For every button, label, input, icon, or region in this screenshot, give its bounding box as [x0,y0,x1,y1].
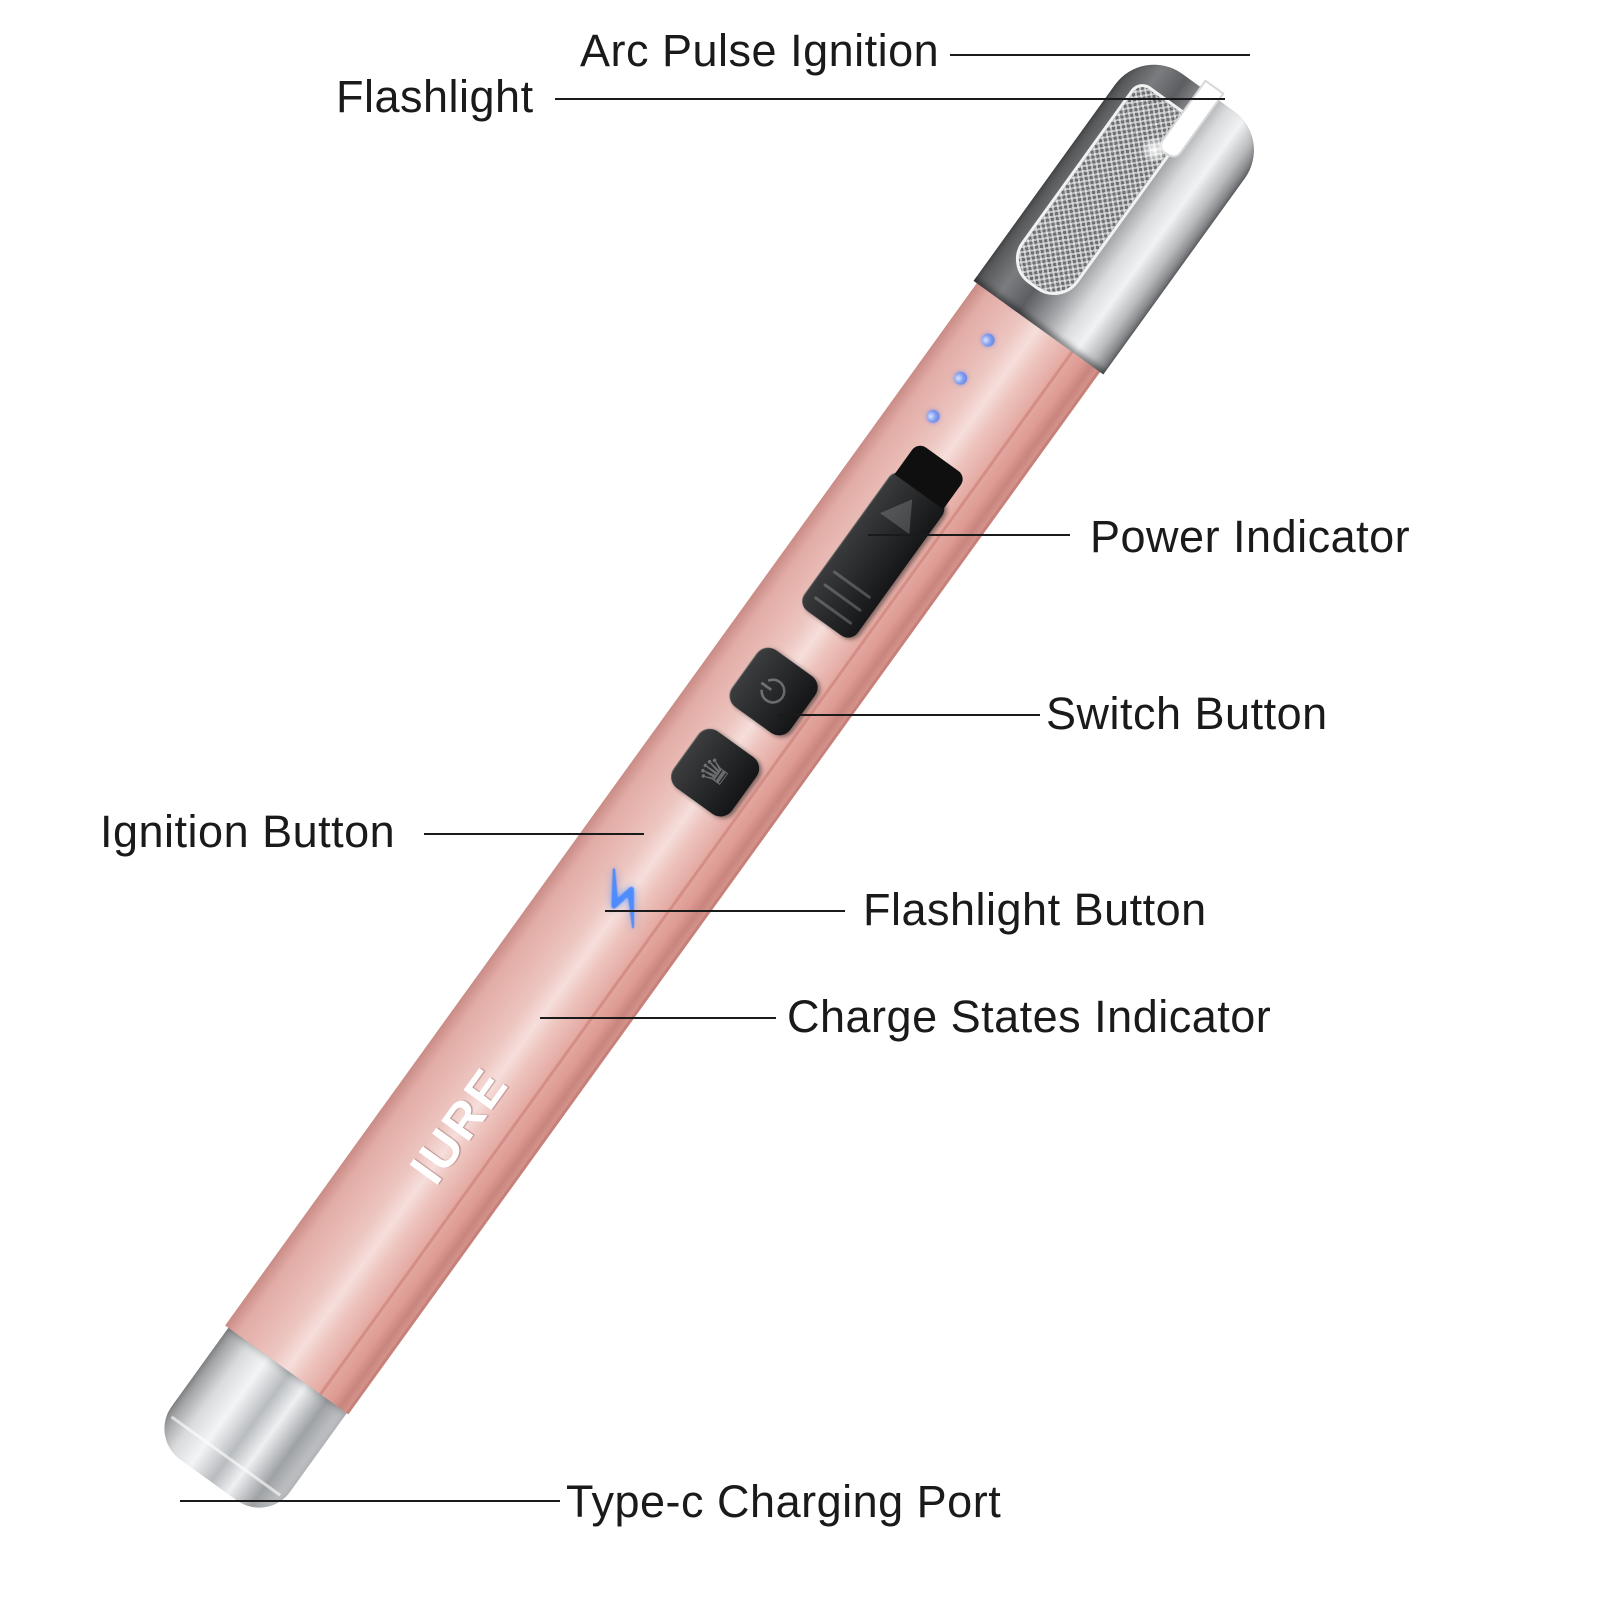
leader-line [868,534,1070,536]
label-flashlight-button: Flashlight Button [863,884,1207,935]
brand-logo: IURE [399,1057,520,1194]
power-led-3 [979,331,998,350]
ignition-button[interactable]: ⏻ [723,642,824,741]
leader-line [555,98,1225,100]
slide-arrow-icon [880,488,927,535]
leader-line [180,1500,560,1502]
charge-bolt-icon: ⚡ [578,856,671,942]
flashlight-button[interactable]: ♛ [665,723,765,823]
label-charge-states-indicator: Charge States Indicator [787,991,1272,1042]
label-flashlight: Flashlight [336,71,534,122]
label-switch-button: Switch Button [1046,688,1328,739]
label-ignition-button: Ignition Button [100,806,396,857]
label-type-c-charging-port: Type-c Charging Port [566,1476,1002,1527]
switch-button[interactable] [797,441,967,643]
leader-line [778,714,1040,716]
power-led-1 [924,407,943,426]
leader-line [424,833,644,835]
label-arc-pulse-ignition: Arc Pulse Ignition [580,25,940,76]
leader-line [605,910,845,912]
arc-lighter: IURE ⚡ ♛ ⏻ [123,24,1288,1557]
arc-mesh-guard [1004,78,1196,307]
label-power-indicator: Power Indicator [1090,511,1411,562]
leader-line [540,1017,776,1019]
power-icon: ⏻ [750,669,797,714]
power-led-2 [951,369,970,388]
leader-line [950,54,1250,56]
flashlight-icon: ♛ [690,749,740,797]
